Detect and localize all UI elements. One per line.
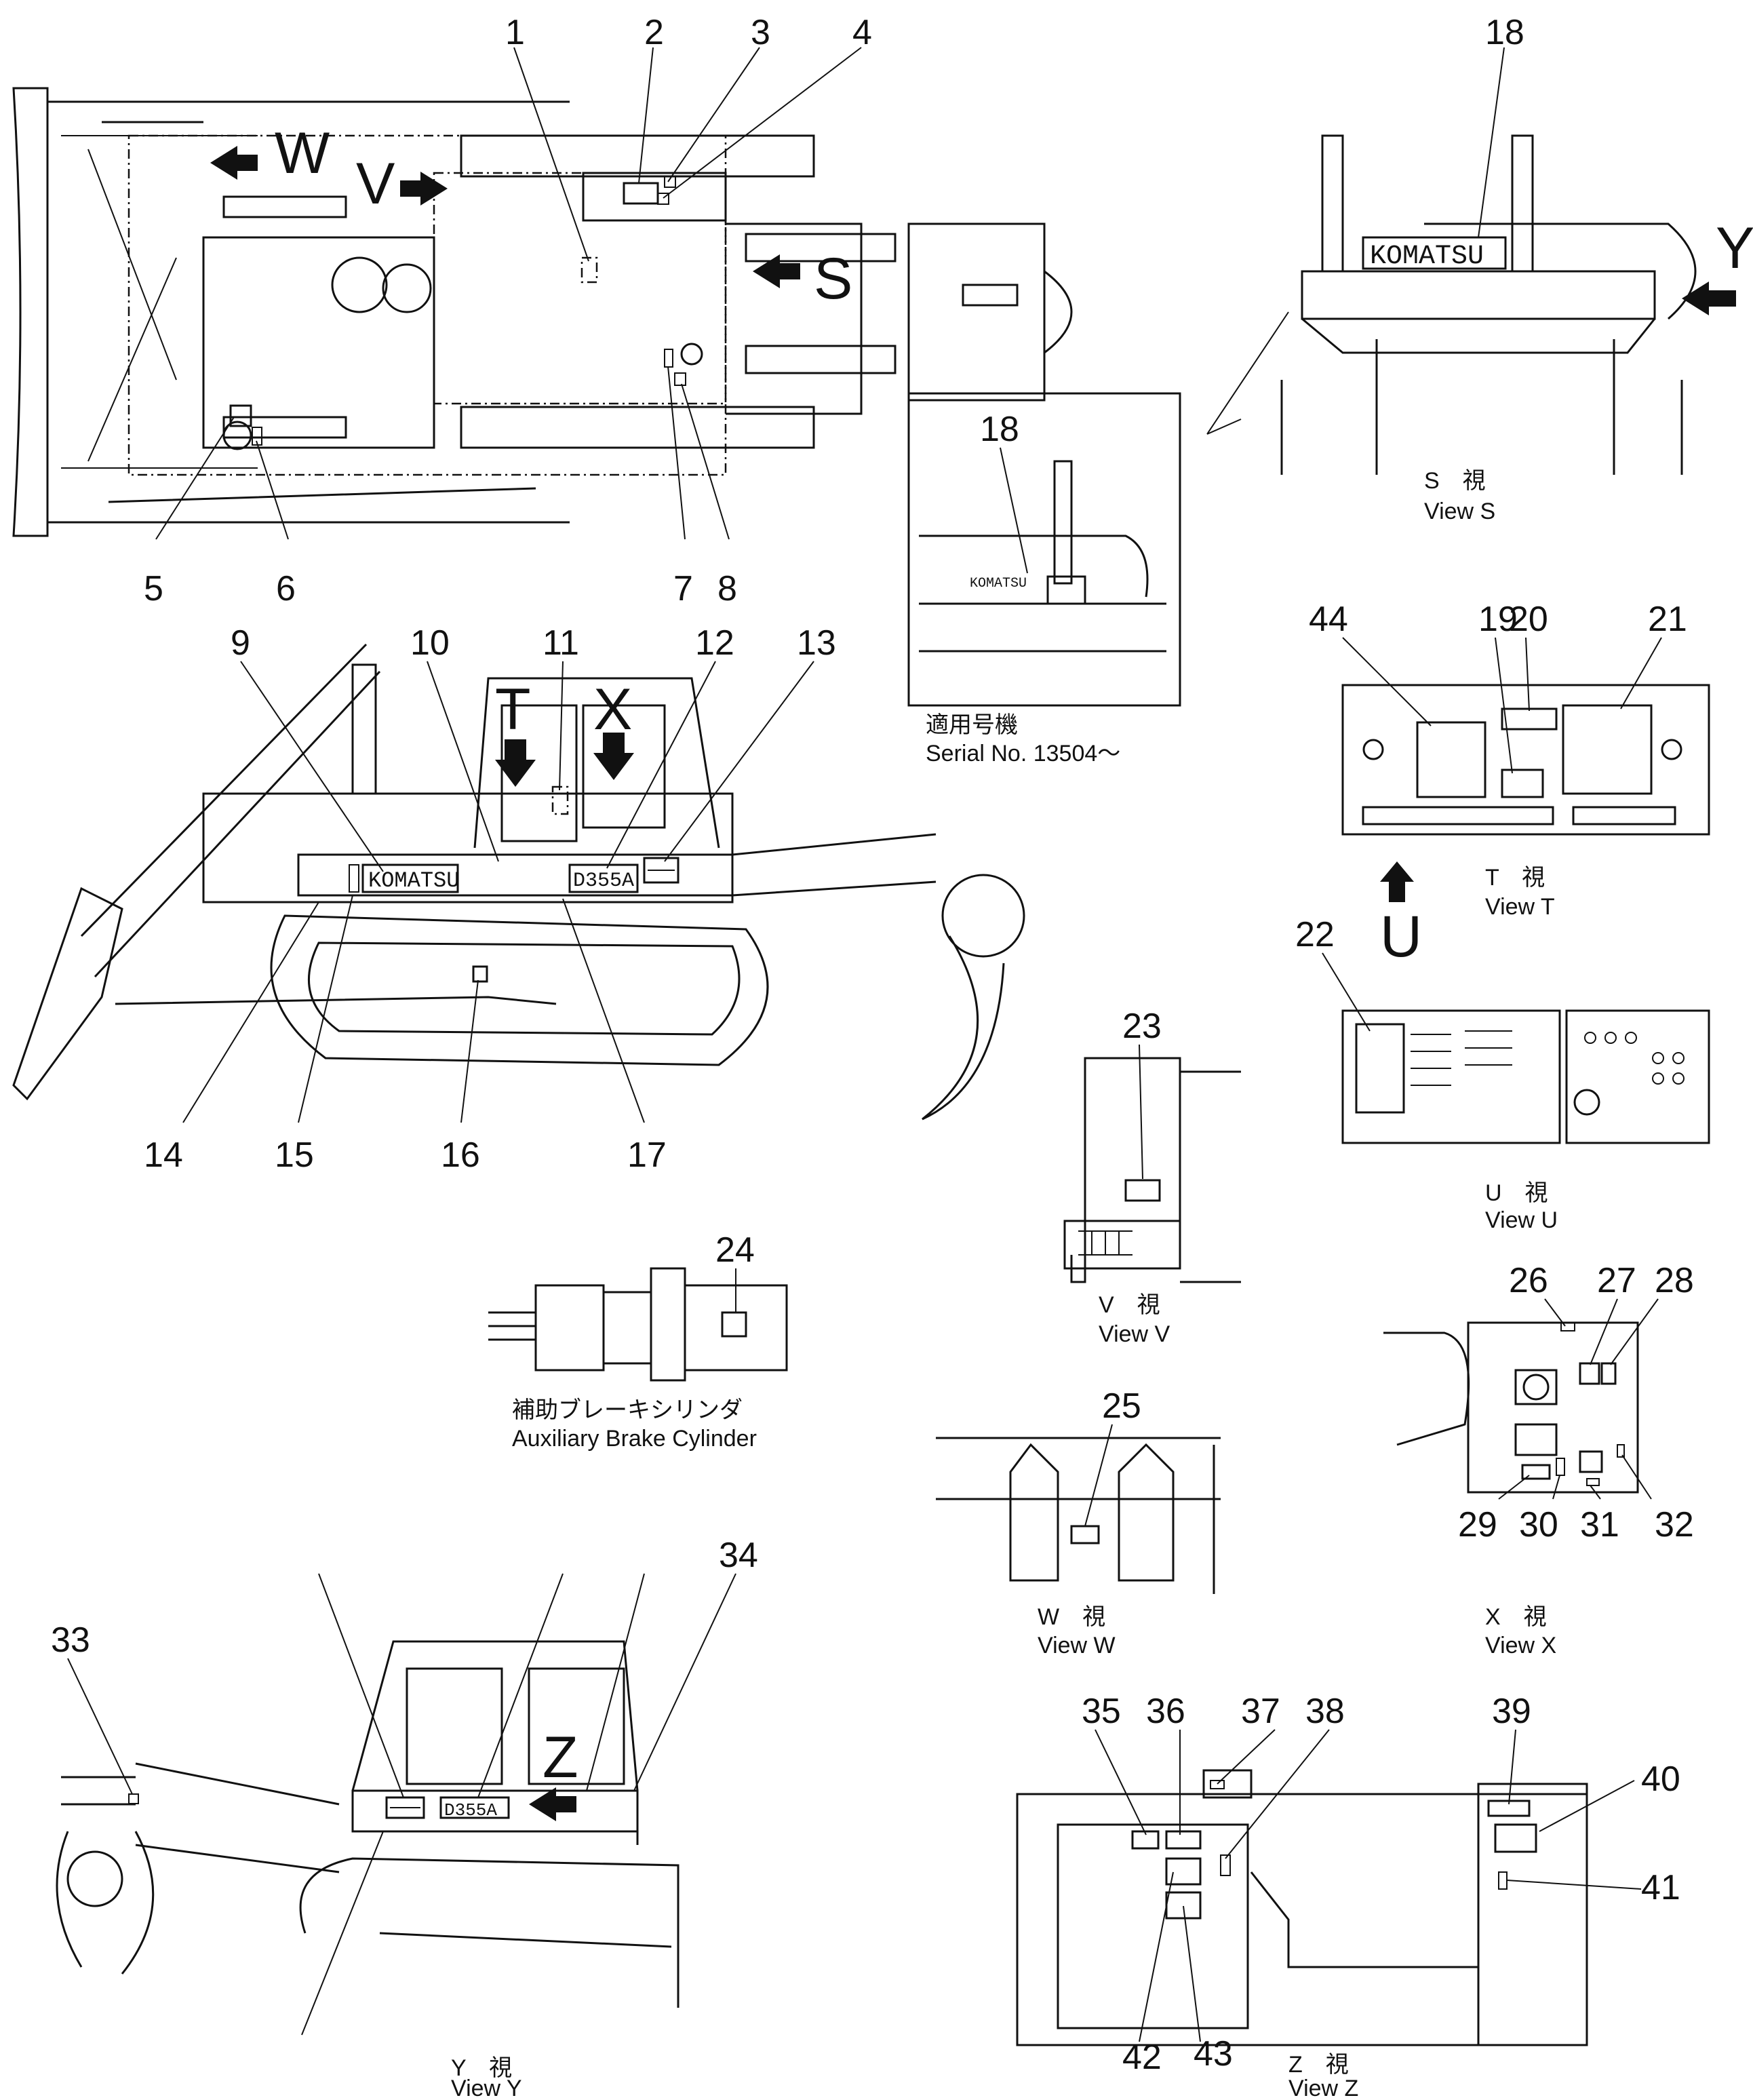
callout-44: 44 [1309,600,1348,639]
view-s-caption-en: View S [1424,499,1495,524]
callout-23: 23 [1122,1007,1162,1046]
callout-13: 13 [797,623,836,663]
callout-1: 1 [505,13,525,52]
callout-43: 43 [1194,2034,1233,2074]
callout-30: 30 [1519,1505,1558,1544]
serial-caption-en: Serial No. 13504～ [926,741,1120,766]
view-arrow-v-label: V [356,151,395,216]
callout-42: 42 [1122,2038,1162,2077]
callout-29: 29 [1458,1505,1497,1544]
view-s-caption-jp: S 視 [1424,468,1486,494]
callout-18: 18 [1485,13,1524,52]
view-y-model-label: D355A [444,1800,497,1821]
serial-inset-drawing: KOMATSU [907,392,1181,707]
view-w-caption-en: View W [1038,1633,1116,1658]
callout-20: 20 [1509,600,1548,639]
callout-7: 7 [673,569,693,608]
callout-4: 4 [852,13,872,52]
callout-24: 24 [715,1230,755,1270]
view-x-drawing [1383,1298,1659,1500]
view-arrow-y-label: Y [1716,216,1753,281]
callout-27: 27 [1597,1261,1636,1300]
callout-17: 17 [627,1135,667,1175]
view-arrow-w-label: W [275,121,330,186]
view-y-caption-jp: Y 視 [451,2055,512,2081]
callout-39: 39 [1492,1692,1531,1731]
callout-18-inset: 18 [980,410,1019,449]
callout-19: 19 [1478,600,1518,639]
callout-35: 35 [1082,1692,1121,1731]
callout-15: 15 [275,1135,314,1175]
view-w-drawing [936,1424,1221,1594]
side-model-label: D355A [573,870,634,893]
view-w-caption-jp: W 視 [1038,1604,1105,1630]
side-view-leaders [182,661,814,1123]
callout-9: 9 [231,623,250,663]
callout-12: 12 [695,623,734,663]
top-view-drawing: W V S [12,87,1073,537]
side-view-drawing: KOMATSU D355A T X [12,643,1025,1121]
view-arrow-s-label: S [814,246,852,311]
aux-brake-caption-jp: 補助ブレーキシリンダ [512,1397,743,1423]
aux-brake-drawing [488,1267,788,1382]
view-v-caption-en: View V [1099,1321,1170,1347]
callout-25: 25 [1102,1386,1141,1426]
callout-5: 5 [144,569,163,608]
callout-3: 3 [751,13,770,52]
top-view-leaders [155,47,862,540]
view-v-caption-jp: V 視 [1099,1292,1160,1318]
callout-8: 8 [717,569,737,608]
callout-28: 28 [1655,1261,1694,1300]
view-u-caption-jp: U 視 [1485,1180,1548,1206]
view-u-caption-en: View U [1485,1207,1558,1233]
view-t-drawing: U [1341,637,1710,969]
view-u-drawing [1322,952,1710,1144]
callout-36: 36 [1146,1692,1185,1731]
callout-38: 38 [1305,1692,1345,1731]
view-arrow-u-label: U [1380,904,1422,969]
callout-37: 37 [1241,1692,1280,1731]
callout-32: 32 [1655,1505,1694,1544]
view-z-drawing [1016,1729,1642,2046]
callout-2: 2 [644,13,664,52]
callout-26: 26 [1509,1261,1548,1300]
serial-caption-jp: 適用号機 [926,712,1018,738]
view-z-caption-jp: Z 視 [1288,2052,1349,2078]
callout-21: 21 [1648,600,1687,639]
view-s-drawing: KOMATSU Y [1206,47,1753,475]
callout-16: 16 [441,1135,480,1175]
view-y-drawing: D355A Z [56,1573,736,2036]
side-komatsu-label: KOMATSU [368,868,459,893]
callout-41: 41 [1641,1868,1680,1907]
callout-10: 10 [410,623,450,663]
view-arrow-t-label: T [495,677,531,742]
callout-22: 22 [1295,915,1335,954]
callout-6: 6 [276,569,296,608]
view-arrow-x-label: X [593,677,632,742]
view-t-caption-en: View T [1485,894,1555,920]
callout-40: 40 [1641,1759,1680,1799]
view-v-drawing [1063,1044,1241,1283]
view-x-caption-en: View X [1485,1633,1556,1658]
aux-brake-caption-en: Auxiliary Brake Cylinder [512,1426,757,1452]
view-t-caption-jp: T 視 [1485,865,1545,891]
view-y-caption-en: View Y [451,2076,522,2100]
callout-14: 14 [144,1135,183,1175]
view-x-caption-jp: X 視 [1485,1604,1547,1630]
view-arrow-z-label: Z [543,1725,578,1790]
callout-33: 33 [51,1620,90,1660]
callout-31: 31 [1580,1505,1619,1544]
view-s-komatsu-label: KOMATSU [1370,241,1484,272]
callout-34: 34 [719,1536,758,1575]
view-z-caption-en: View Z [1288,2076,1358,2100]
inset-komatsu-label: KOMATSU [970,576,1027,591]
callout-11: 11 [543,623,579,663]
